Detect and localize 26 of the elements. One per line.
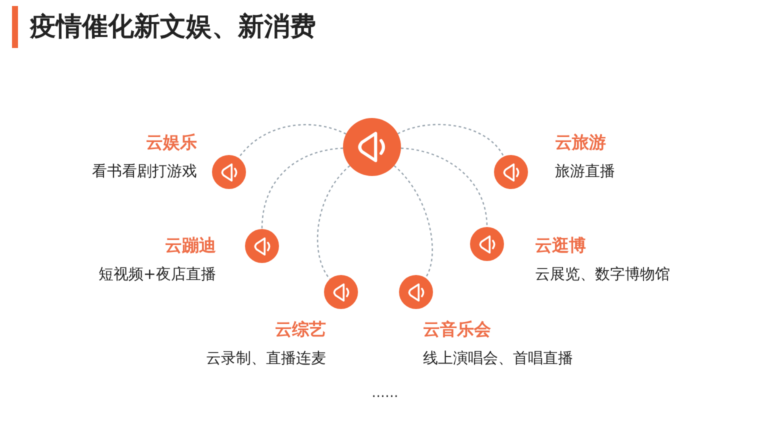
speaker-circle bbox=[399, 275, 433, 309]
category-description: 旅游直播 bbox=[555, 161, 615, 181]
speaker-circle bbox=[324, 275, 358, 309]
dashed-connector bbox=[398, 124, 504, 158]
category-description: 云展览、数字博物馆 bbox=[535, 264, 670, 284]
speaker-circle bbox=[494, 155, 528, 189]
dashed-connector bbox=[316, 165, 350, 280]
ellipsis-text: ...... bbox=[372, 384, 398, 402]
page-title: 疫情催化新文娱、新消费 bbox=[30, 11, 316, 44]
speaker-circle bbox=[212, 155, 246, 189]
dashed-connector bbox=[238, 124, 346, 158]
dashed-connector bbox=[261, 148, 344, 230]
speaker-circle bbox=[245, 229, 279, 263]
category-description: 短视频+夜店直播 bbox=[98, 264, 216, 284]
speaker-circle bbox=[470, 227, 504, 261]
category-title: 云娱乐 bbox=[146, 132, 197, 155]
category-description: 看书看剧打游戏 bbox=[92, 161, 197, 181]
category-title: 云逛博 bbox=[535, 235, 586, 258]
category-description: 线上演唱会、首唱直播 bbox=[423, 348, 573, 368]
category-title: 云音乐会 bbox=[423, 319, 491, 342]
category-title: 云综艺 bbox=[275, 319, 326, 342]
category-title: 云蹦迪 bbox=[165, 235, 216, 258]
dashed-connector bbox=[400, 148, 488, 228]
dashed-connector bbox=[394, 165, 433, 278]
category-title: 云旅游 bbox=[555, 132, 606, 155]
category-description: 云录制、直播连麦 bbox=[206, 348, 326, 368]
